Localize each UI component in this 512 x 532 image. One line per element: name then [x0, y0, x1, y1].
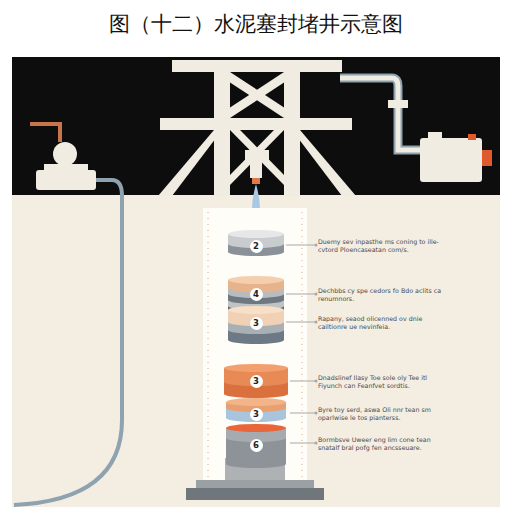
- well-bore: [203, 208, 307, 490]
- cement-plug: 2: [228, 230, 284, 256]
- leader-lines: [286, 245, 316, 443]
- valve-knob: [468, 134, 476, 140]
- valve-cap: [428, 132, 442, 140]
- derrick: [158, 60, 356, 196]
- callout-number: 3: [250, 408, 263, 421]
- cement-plug: 3: [224, 364, 288, 398]
- cement-plug: 3: [228, 306, 284, 344]
- callout-number: 4: [250, 288, 263, 301]
- callout-text: Dechbbs cy spe cedors fo Bdo aclits ca r…: [318, 287, 446, 303]
- cement-plug: 6: [226, 424, 286, 468]
- callout-text: Rapany, seaod olicenned ov dnie cailtion…: [318, 315, 446, 331]
- plug-top: [226, 424, 286, 432]
- plug-top: [228, 306, 284, 314]
- night-sky: [12, 57, 500, 195]
- plug-band-edge: [228, 336, 284, 344]
- valve-box: [420, 138, 482, 182]
- plug-top: [228, 276, 284, 284]
- plug-band-edge: [226, 460, 286, 468]
- callout-number: 2: [250, 240, 263, 253]
- plug-top: [226, 398, 286, 406]
- hose: [14, 180, 122, 505]
- cement-plug: 3: [226, 398, 286, 422]
- nozzle-tip: [252, 178, 260, 184]
- leader-dots: [315, 244, 318, 445]
- left-pipe: [30, 124, 60, 142]
- diagram-title: 图（十二）水泥塞封堵井示意图: [0, 10, 512, 38]
- pipe-flange: [388, 100, 408, 108]
- ground: [12, 57, 500, 507]
- callout-text: Duemy sev inpasthe ms coning to ille-cvt…: [318, 238, 446, 254]
- right-pipe-inner: [340, 78, 420, 150]
- callout-number: 3: [250, 375, 263, 388]
- base-slab: [186, 488, 324, 500]
- callout-number: 3: [250, 317, 263, 330]
- base-step: [196, 480, 314, 488]
- callout-text: Byre toy serd, aswa Oli nnr tean sm opar…: [318, 406, 446, 422]
- nozzle: [250, 160, 262, 178]
- plug-band-edge: [224, 390, 288, 398]
- callout-number: 6: [250, 439, 263, 452]
- bore-dots: [302, 212, 303, 486]
- callout-text: Bormbsve Uweer eng lim cone tean snatalf…: [318, 436, 446, 452]
- bore-dots: [208, 212, 209, 486]
- right-pipe: [340, 78, 420, 150]
- pump-base: [36, 170, 96, 190]
- pump-head: [53, 142, 77, 166]
- plug-top: [224, 364, 288, 372]
- pump-neck: [44, 164, 88, 172]
- plug-top: [228, 230, 284, 238]
- callout-text: Dnadslinef Ilasy Toe sole oly Tee itl Fi…: [318, 374, 446, 390]
- valve-handle: [482, 150, 492, 166]
